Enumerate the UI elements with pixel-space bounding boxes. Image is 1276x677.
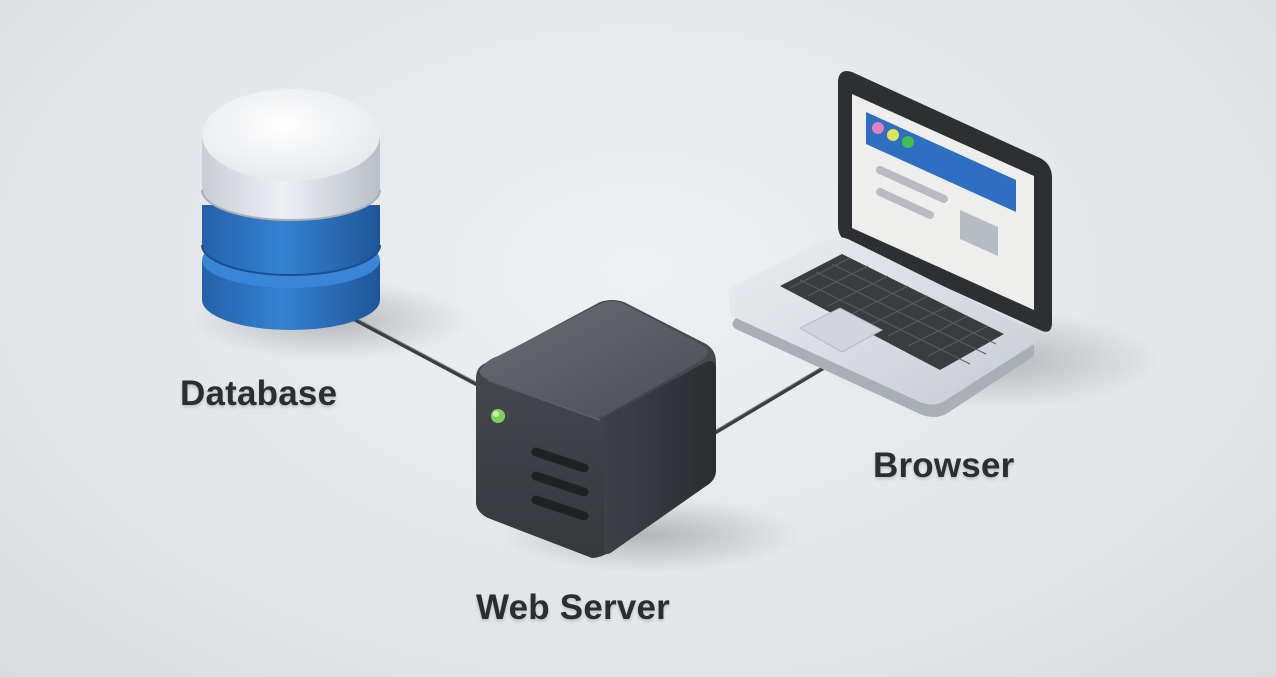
browser-header-bar bbox=[866, 112, 1016, 212]
browser-node bbox=[727, 71, 1052, 417]
edge-database-webserver bbox=[350, 315, 480, 387]
database-label: Database bbox=[180, 374, 338, 413]
content-line bbox=[876, 188, 934, 219]
server-vent-icon bbox=[531, 447, 589, 521]
trackpad bbox=[798, 307, 884, 353]
content-image-placeholder bbox=[960, 210, 998, 256]
content-line bbox=[876, 166, 948, 203]
window-dot-yellow-icon bbox=[887, 129, 899, 141]
keyboard bbox=[780, 254, 1004, 370]
web-server-node bbox=[476, 300, 716, 558]
database-node bbox=[201, 89, 381, 330]
browser-label: Browser bbox=[873, 446, 1015, 485]
web-server-label: Web Server bbox=[476, 588, 670, 627]
window-dot-pink-icon bbox=[872, 122, 884, 134]
edge-webserver-browser bbox=[714, 364, 827, 434]
window-dot-green-icon bbox=[902, 136, 914, 148]
